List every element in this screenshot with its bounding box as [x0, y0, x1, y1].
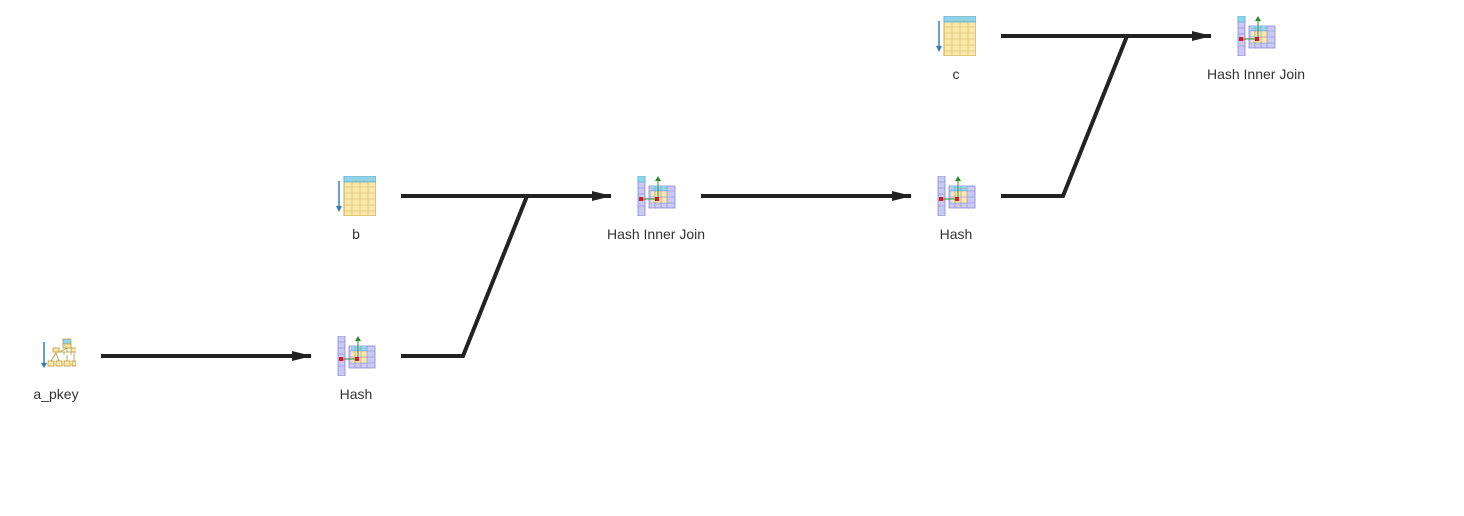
plan-node-label: Hash Inner Join — [1206, 66, 1306, 82]
edge-hash-to-hash-inner-join — [401, 195, 529, 358]
plan-node-hash[interactable]: Hash — [876, 176, 1036, 266]
hash-join-icon — [637, 176, 676, 216]
index-scan-icon — [41, 338, 76, 368]
hash-icon — [337, 336, 376, 376]
plan-node-label: c — [952, 66, 960, 82]
plan-node-b[interactable]: b — [276, 176, 436, 266]
plan-node-hash-inner-join[interactable]: Hash Inner Join — [576, 176, 736, 266]
edge-hash-to-top-hash-inner-join — [1001, 35, 1129, 198]
plan-node-label: a_pkey — [33, 386, 79, 402]
plan-node-a-pkey[interactable]: a_pkey — [0, 336, 136, 426]
hash-icon — [937, 176, 976, 216]
plan-node-label: Hash — [339, 386, 373, 402]
hash-join-icon — [1237, 16, 1276, 56]
plan-node-label: b — [352, 226, 360, 242]
seq-scan-icon — [336, 176, 376, 216]
seq-scan-icon — [936, 16, 976, 56]
plan-node-hash-inner-join[interactable]: Hash Inner Join — [1176, 16, 1336, 106]
plan-node-label: Hash Inner Join — [606, 226, 706, 242]
plan-node-c[interactable]: c — [876, 16, 1036, 106]
plan-node-hash[interactable]: Hash — [276, 336, 436, 426]
plan-node-label: Hash — [939, 226, 973, 242]
